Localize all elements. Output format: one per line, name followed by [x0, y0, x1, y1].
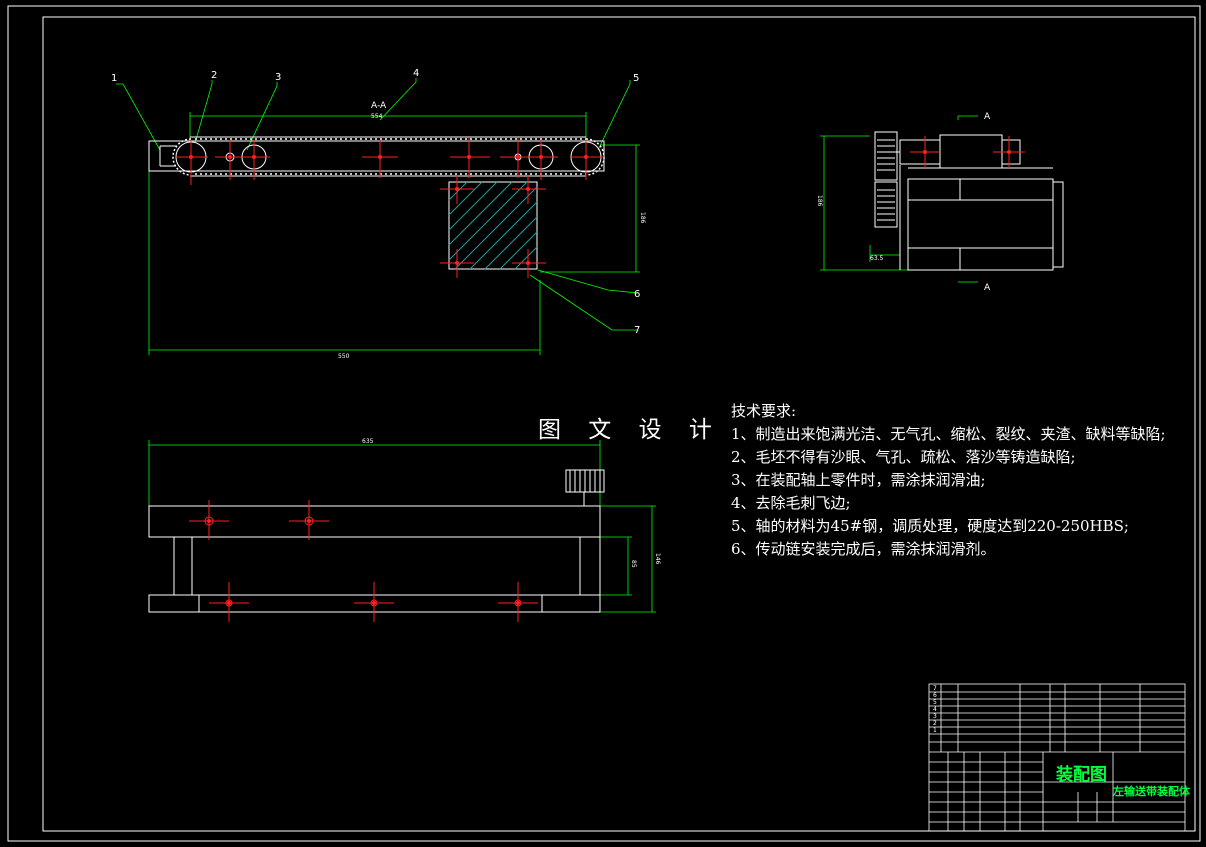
tech-requirement-item: 2、毛坯不得有沙眼、气孔、疏松、落沙等铸造缺陷; [731, 448, 1076, 466]
watermark-text: 图 文 设 计 [538, 417, 722, 443]
drawing-title: 装配图 [1056, 765, 1107, 785]
section-mark-top: A [984, 112, 991, 122]
tech-requirement-item: 6、传动链安装完成后，需涂抹润滑剂。 [731, 540, 996, 558]
bom-row-number: 3 [933, 713, 937, 720]
part-label: 6 [634, 289, 640, 300]
tech-requirements-title: 技术要求: [731, 402, 797, 420]
dim-front-height: 186 [639, 212, 646, 224]
dim-front-overall-width: 550 [338, 353, 350, 360]
section-mark-bottom: A [984, 283, 991, 293]
dim-bottom-height-inner: 85 [630, 560, 637, 568]
bom-row-number: 4 [933, 706, 937, 713]
part-label: 3 [275, 72, 281, 83]
bom-row-number: 5 [933, 699, 937, 706]
tech-requirement-item: 3、在装配轴上零件时，需涂抹润滑油; [731, 471, 986, 489]
bom-row-number: 7 [933, 685, 937, 692]
dim-side-height: 186 [816, 195, 823, 207]
dim-bottom-length: 635 [362, 438, 374, 445]
section-label: A-A [371, 101, 387, 111]
dim-side-offset: 63.5 [870, 255, 884, 262]
bottom-view: 635 85 146 [148, 438, 661, 622]
tech-requirement-item: 5、轴的材料为45#钢，调质处理，硬度达到220-250HBS; [731, 517, 1129, 535]
tech-requirement-item: 4、去除毛刺飞边; [731, 494, 851, 512]
bom-row-number: 2 [933, 720, 937, 727]
side-view: A A 186 63.5 [816, 112, 1064, 293]
bom-row-numbers: 7 6 5 4 3 2 1 [933, 685, 937, 734]
bom-row-number: 1 [933, 727, 937, 734]
front-view: 1 2 3 4 5 6 7 A-A 554 550 186 [111, 68, 646, 360]
part-label: 1 [111, 73, 117, 84]
part-label: 4 [413, 68, 419, 79]
sheet-outer-border [7, 5, 1201, 842]
part-name: 左输送带装配体 [1113, 785, 1190, 798]
sheet-inner-border [42, 16, 1196, 832]
title-block [928, 683, 1186, 832]
part-label: 2 [211, 70, 217, 81]
part-label: 7 [634, 325, 640, 336]
dim-bottom-height-total: 146 [654, 553, 661, 565]
bom-row-number: 6 [933, 692, 937, 699]
technical-requirements: 技术要求: 1、制造出来饱满光洁、无气孔、缩松、裂纹、夹渣、缺料等缺陷; 2、毛… [731, 400, 1166, 561]
part-label: 5 [633, 73, 639, 84]
tech-requirement-item: 1、制造出来饱满光洁、无气孔、缩松、裂纹、夹渣、缺料等缺陷; [731, 425, 1166, 443]
dim-front-top-length: 554 [371, 113, 383, 120]
